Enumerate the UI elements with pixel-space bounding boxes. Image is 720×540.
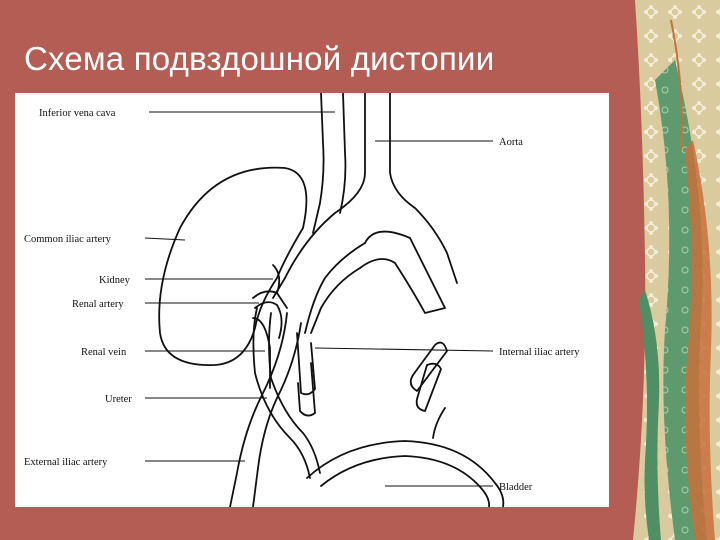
label-external-iliac-artery: External iliac artery — [24, 457, 108, 468]
label-common-iliac-artery: Common iliac artery — [24, 234, 112, 245]
bladder — [306, 440, 505, 507]
decorative-ribbon-border — [615, 0, 720, 540]
label-ureter: Ureter — [105, 394, 132, 405]
inferior-vena-cava — [312, 93, 347, 234]
label-inferior-vena-cava: Inferior vena cava — [39, 108, 116, 119]
label-internal-iliac-artery: Internal iliac artery — [499, 347, 580, 358]
label-kidney: Kidney — [99, 275, 131, 286]
ribbon-accent-line — [670, 19, 683, 151]
anatomy-diagram-panel: .v { fill: none; stroke: #111; stroke-wi… — [15, 93, 609, 507]
orange-ribbon — [685, 140, 715, 540]
internal-iliac-artery — [296, 332, 448, 439]
label-leaders — [144, 111, 494, 487]
label-renal-vein: Renal vein — [81, 347, 127, 358]
kidney — [158, 166, 308, 366]
external-iliac-artery — [229, 312, 302, 507]
dark-green-ribbon — [639, 290, 661, 540]
label-renal-artery: Renal artery — [72, 299, 124, 310]
anatomy-diagram: .v { fill: none; stroke: #111; stroke-wi… — [24, 93, 580, 507]
ureter — [252, 307, 321, 479]
slide-title: Схема подвздошной дистопии — [24, 40, 495, 77]
label-aorta: Aorta — [499, 137, 523, 148]
label-bladder: Bladder — [499, 482, 533, 493]
ribbon-edge — [615, 0, 646, 540]
aorta — [272, 93, 458, 334]
